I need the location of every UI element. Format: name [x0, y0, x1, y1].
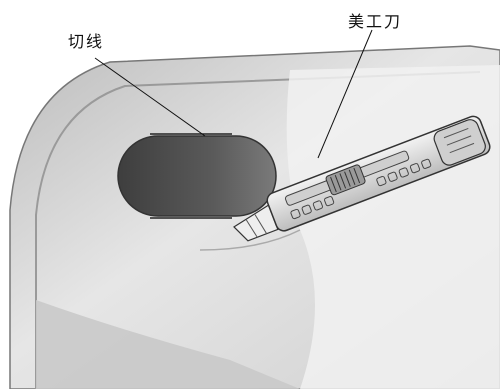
utility-knife-drawing [233, 115, 491, 242]
utility-knife-label: 美工刀 [348, 12, 403, 31]
leader-line-knife [317, 29, 373, 159]
cut-hole [117, 133, 277, 219]
leader-line-cut [94, 57, 206, 137]
cut-line-label: 切线 [68, 32, 105, 51]
